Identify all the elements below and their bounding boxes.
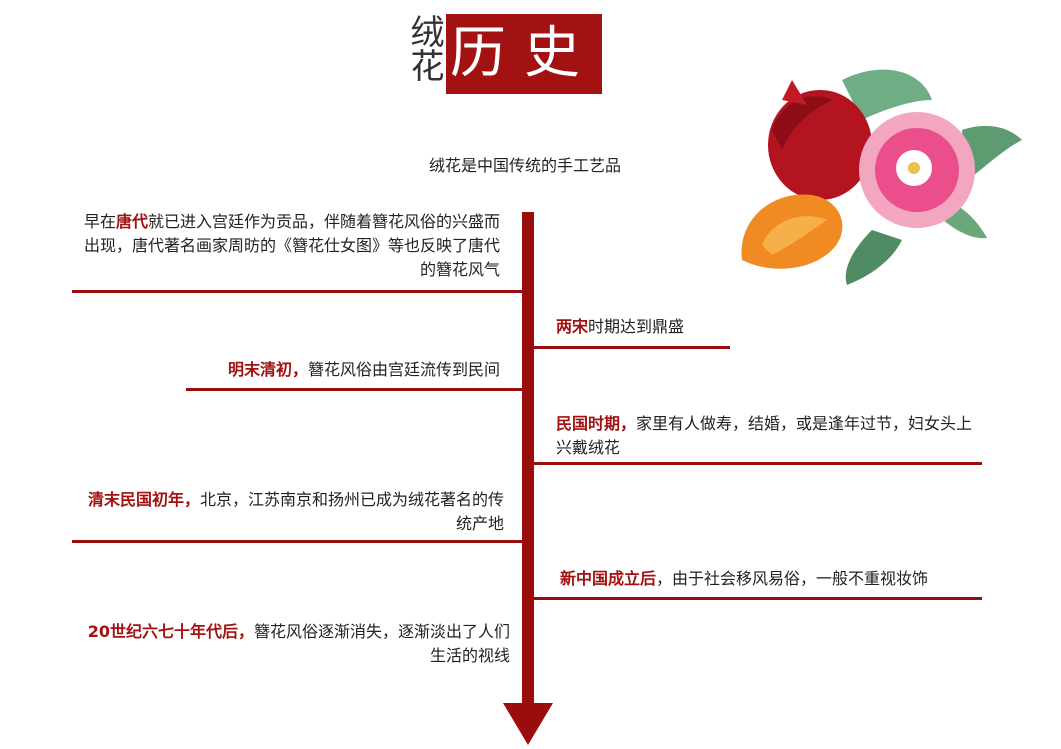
entry-text: 时期达到鼎盛 — [588, 317, 685, 336]
timeline-entry-ming-qing: 明末清初，簪花风俗由宫廷流传到民间 — [150, 358, 500, 382]
entry-highlight: 明末清初， — [227, 360, 308, 379]
entry-text: 北京，江苏南京和扬州已成为绒花著名的传统产地 — [199, 490, 504, 533]
timeline-entry-republic: 民国时期，家里有人做寿，结婚，或是逢年过节，妇女头上兴戴绒花 — [556, 412, 984, 460]
entry-highlight: 新中国成立后 — [560, 569, 657, 588]
page-title: 历史 — [446, 14, 602, 94]
title-small-text: 绒花 — [404, 14, 444, 82]
entry-text: 就已进入宫廷作为贡品，伴随着簪花风俗的兴盛而出现，唐代著名画家周昉的《簪花仕女图… — [83, 212, 500, 279]
entry-text: 簪花风俗逐渐消失，逐渐淡出了人们生活的视线 — [253, 622, 510, 665]
entry-rule — [186, 388, 524, 391]
timeline-entry-late-qing: 清末民国初年，北京，江苏南京和扬州已成为绒花著名的传统产地 — [72, 488, 504, 536]
timeline-entry-song: 两宋时期达到鼎盛 — [556, 315, 756, 339]
timeline-axis — [522, 212, 534, 712]
entry-highlight: 两宋 — [556, 317, 589, 336]
entry-highlight: 清末民国初年， — [87, 490, 200, 509]
entry-highlight: 20世纪六七十年代后， — [87, 622, 254, 641]
entry-text: 家里有人做寿，结婚，或是逢年过节，妇女头上兴戴绒花 — [556, 414, 973, 457]
entry-highlight: 唐代 — [115, 212, 148, 231]
timeline-entry-1960s-70s: 20世纪六七十年代后，簪花风俗逐渐消失，逐渐淡出了人们生活的视线 — [80, 620, 510, 668]
timeline-entry-new-china: 新中国成立后，由于社会移风易俗，一般不重视妆饰 — [560, 567, 990, 591]
entry-text: 簪花风俗由宫廷流传到民间 — [307, 360, 500, 379]
entry-prefix: 早在 — [83, 212, 116, 231]
entry-text: ，由于社会移风易俗，一般不重视妆饰 — [656, 569, 929, 588]
timeline-entry-tang: 早在唐代就已进入宫廷作为贡品，伴随着簪花风俗的兴盛而出现，唐代著名画家周昉的《簪… — [72, 210, 500, 282]
title-block: 绒花 历史 — [404, 12, 608, 102]
entry-rule — [532, 346, 730, 349]
subtitle: 绒花是中国传统的手工艺品 — [428, 156, 621, 175]
entry-rule — [532, 462, 982, 465]
entry-rule — [72, 540, 524, 543]
entry-rule — [72, 290, 524, 293]
velvet-flower-image — [741, 69, 1022, 285]
entry-highlight: 民国时期， — [556, 414, 637, 433]
entry-rule — [532, 597, 982, 600]
timeline-arrow-icon — [503, 703, 553, 745]
